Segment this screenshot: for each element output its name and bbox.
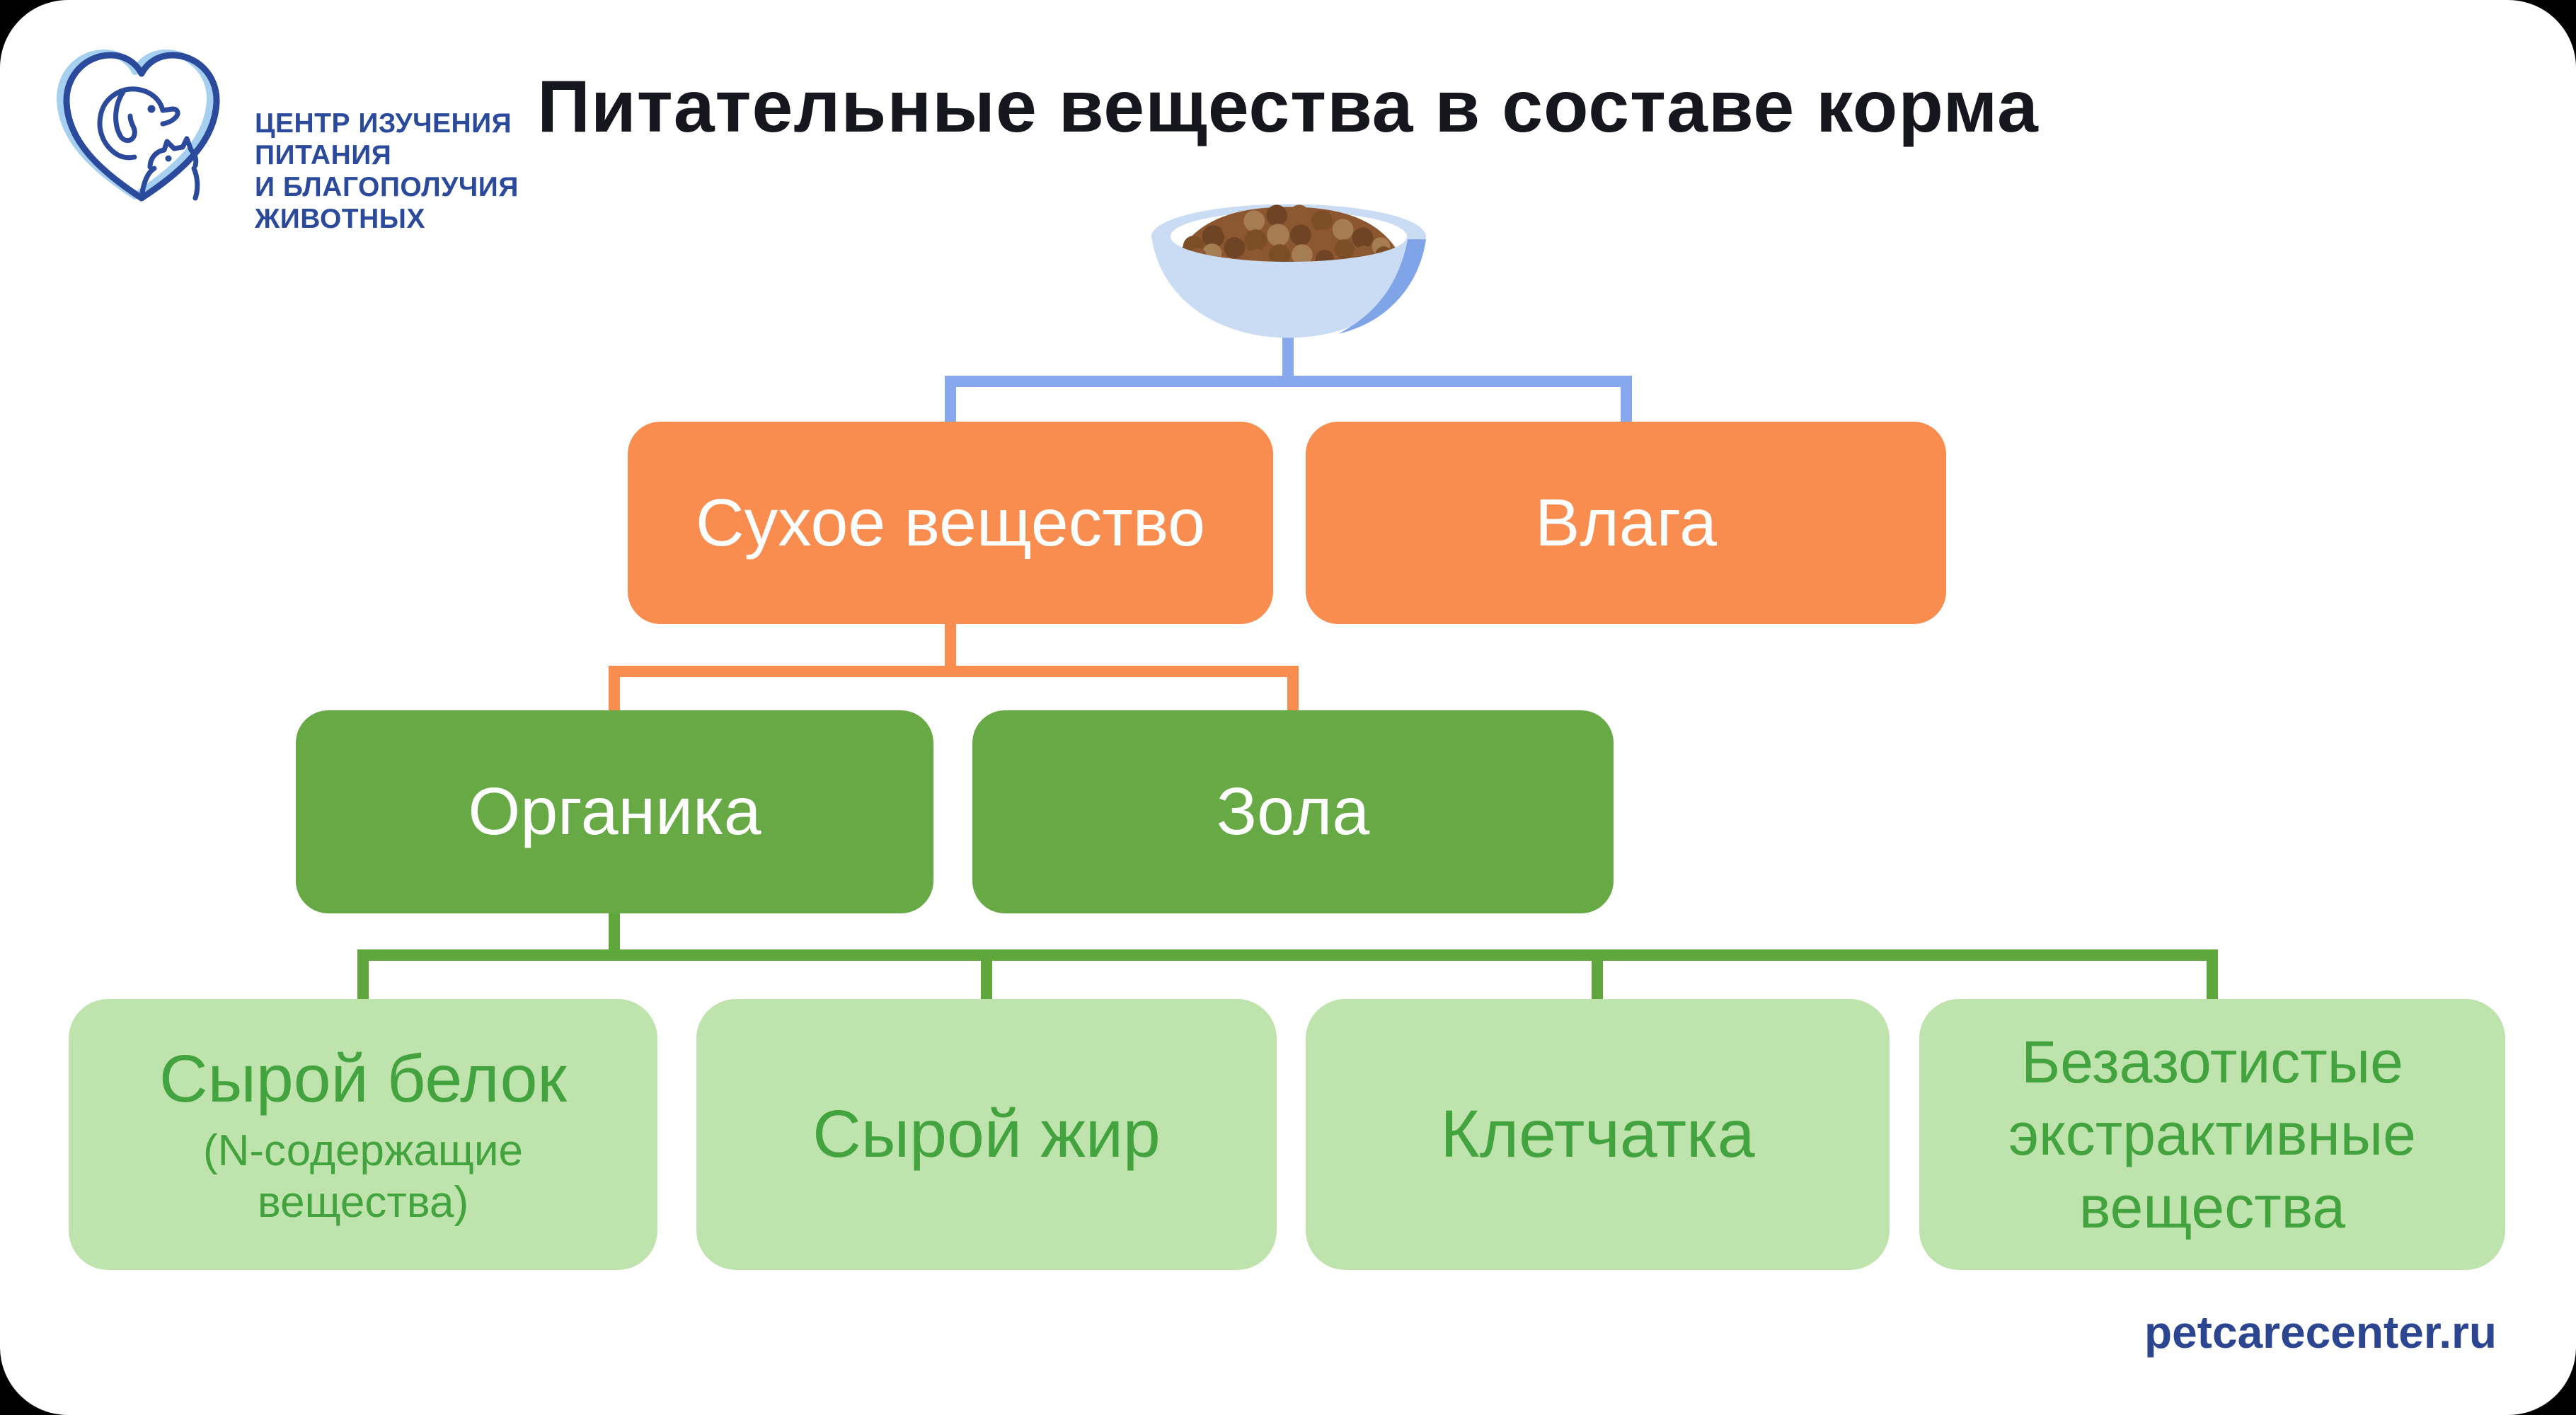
page-title: Питательные вещества в составе корма — [537, 66, 2039, 148]
connector-orange-drop-left — [609, 677, 620, 710]
node-organics: Органика — [296, 710, 933, 913]
logo-org-name: ЦЕНТР ИЗУЧЕНИЯ ПИТАНИЯ И БЛАГОПОЛУЧИЯ ЖИ… — [255, 108, 552, 235]
logo: ЦЕНТР ИЗУЧЕНИЯ ПИТАНИЯ И БЛАГОПОЛУЧИЯ ЖИ… — [55, 41, 518, 234]
node-label: Влага — [1534, 485, 1718, 560]
connector-blue-bar — [945, 376, 1632, 387]
node-label: Зола — [1216, 774, 1370, 849]
node-nitrogen-free-extractives: Безазотистые экстрактивные вещества — [1919, 999, 2505, 1270]
connector-orange-stem — [945, 624, 956, 666]
node-label: Клетчатка — [1440, 1097, 1755, 1172]
logo-line: ПИТАНИЯ — [255, 140, 392, 171]
node-fiber: Клетчатка — [1306, 999, 1890, 1270]
connector-green-drop-1 — [357, 961, 369, 999]
pet-food-bowl-icon — [1151, 204, 1426, 338]
node-label: Сырой белок — [159, 1041, 567, 1116]
node-label: Органика — [468, 774, 761, 849]
logo-line: ЖИВОТНЫХ — [255, 204, 425, 234]
node-dry-matter: Сухое вещество — [628, 422, 1273, 624]
node-label: Сухое вещество — [695, 485, 1205, 560]
node-sublabel: (N-содержащие вещества) — [202, 1126, 524, 1227]
connector-blue-drop-left — [945, 387, 956, 422]
connector-green-drop-3 — [1592, 961, 1603, 999]
connector-green-drop-2 — [981, 961, 992, 999]
node-moisture: Влага — [1306, 422, 1946, 624]
website-link[interactable]: petcarecenter.ru — [2144, 1307, 2497, 1358]
logo-line: И БЛАГОПОЛУЧИЯ — [255, 172, 519, 202]
connector-blue-drop-right — [1621, 387, 1632, 422]
node-crude-protein: Сырой белок (N-содержащие вещества) — [69, 999, 657, 1270]
logo-line: ЦЕНТР ИЗУЧЕНИЯ — [255, 108, 512, 139]
node-label: Сырой жир — [812, 1097, 1161, 1172]
logo-heart-pets-icon — [56, 50, 220, 202]
connector-blue-stem — [1282, 331, 1294, 376]
connector-orange-drop-right — [1287, 677, 1299, 710]
node-ash: Зола — [972, 710, 1614, 913]
connector-green-drop-4 — [2207, 961, 2218, 999]
connector-green-bar — [357, 949, 2218, 961]
node-crude-fat: Сырой жир — [696, 999, 1277, 1270]
connector-green-stem — [609, 913, 620, 949]
connector-orange-bar — [609, 666, 1299, 677]
kibble — [1180, 204, 1397, 270]
node-label: Безазотистые экстрактивные вещества — [2008, 1028, 2416, 1240]
